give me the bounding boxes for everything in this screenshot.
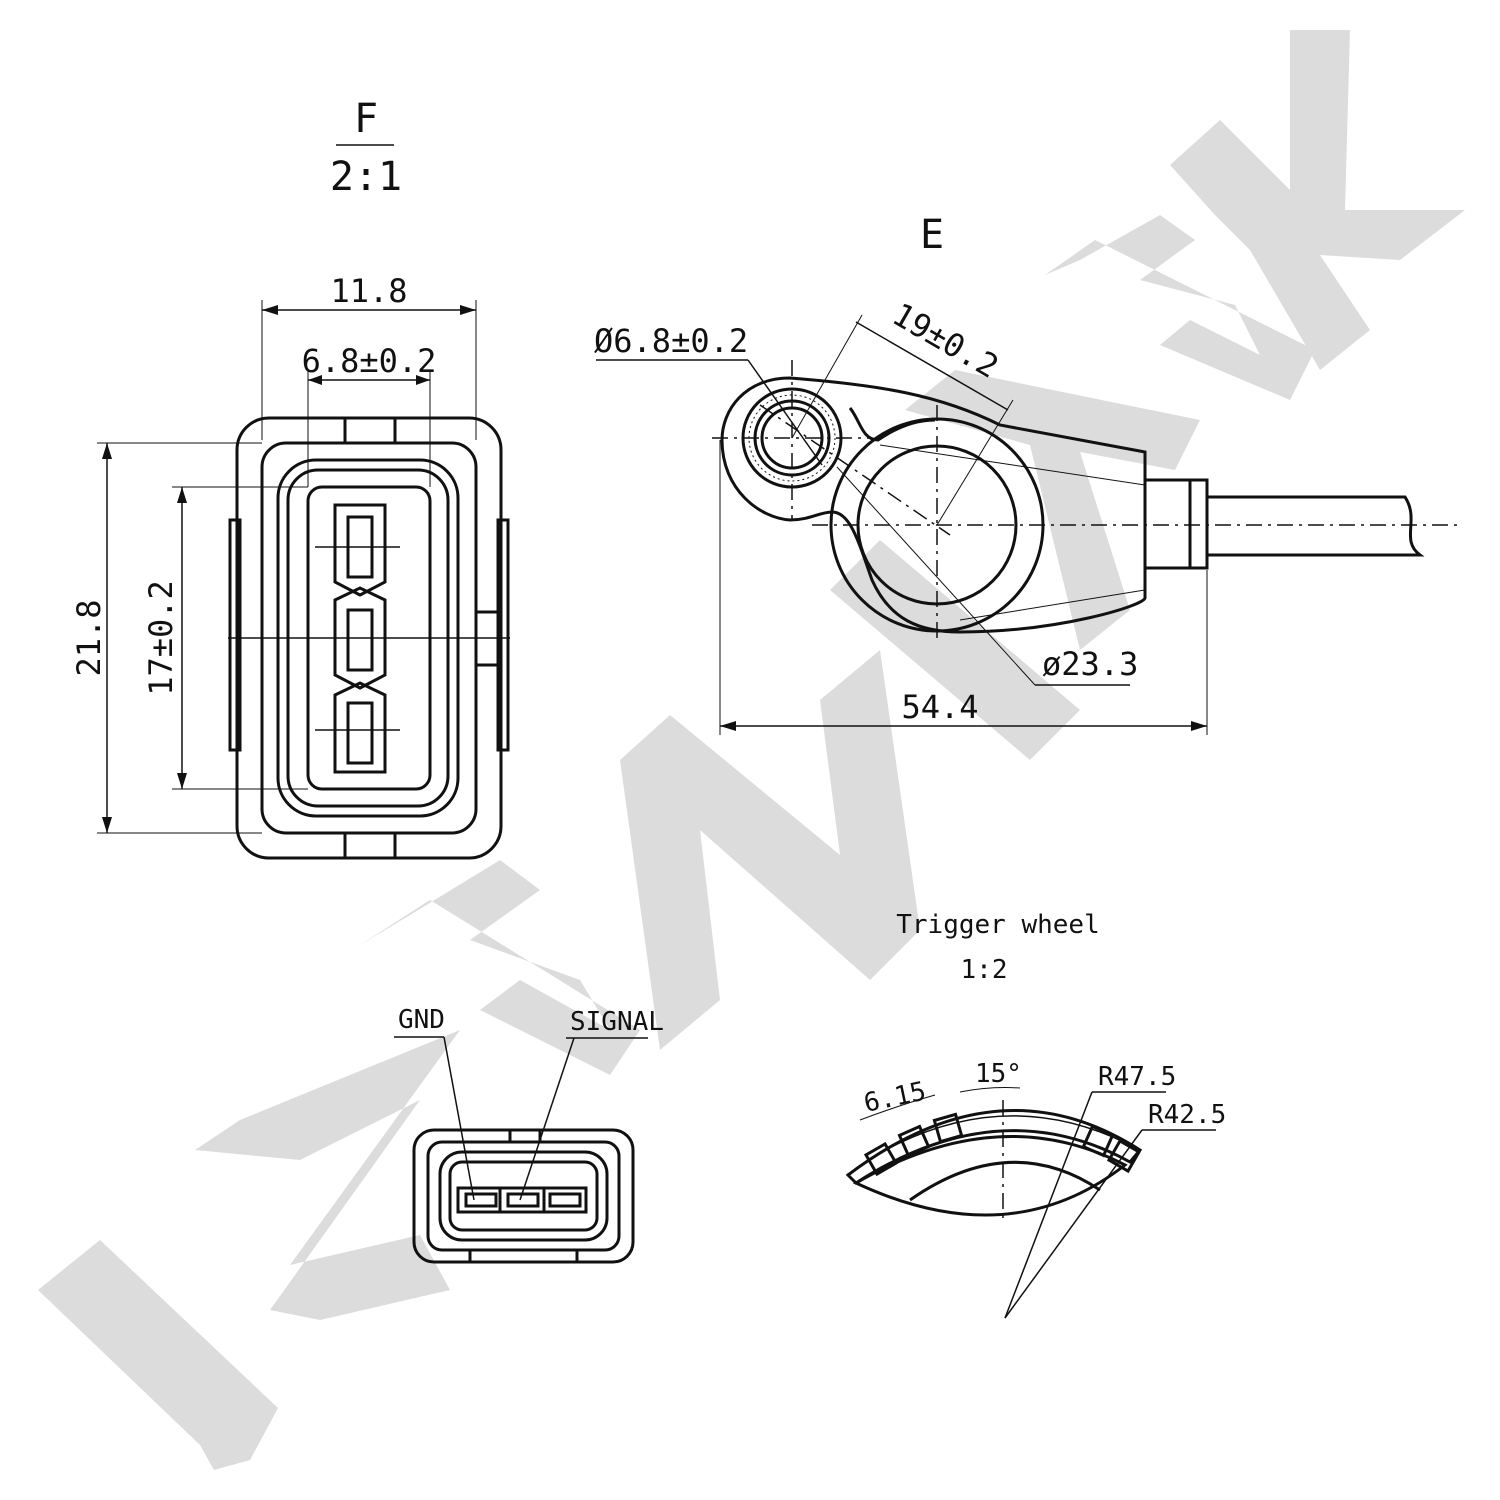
connector-pin-2 <box>333 586 387 690</box>
diagonal-centerline <box>759 404 951 536</box>
dim-r-inner-value: R42.5 <box>1148 1100 1226 1130</box>
trigger-wheel-scale: 1:2 <box>961 955 1008 985</box>
signal-leader <box>519 1037 575 1201</box>
pinout-housing-outer <box>412 1128 635 1264</box>
wheel-body <box>852 1134 1128 1217</box>
watermark-letter-z <box>195 1030 460 1320</box>
watermark-letter-t <box>905 370 1200 650</box>
wheel-teeth <box>863 1112 1142 1177</box>
r-outer-leader <box>1004 1091 1093 1319</box>
dim-tooth-value: 6.15 <box>861 1076 928 1118</box>
trigger-wheel-title: Trigger wheel <box>896 910 1100 940</box>
dim-arrow <box>1191 721 1207 731</box>
dim-arrow <box>102 443 112 459</box>
dim-arrow <box>416 375 430 385</box>
wheel-tooth <box>1081 1124 1115 1158</box>
connector-pinout: GND SIGNAL <box>394 1005 664 1264</box>
dim-hole-value: Ø6.8±0.2 <box>594 322 748 360</box>
latch-left <box>228 518 242 752</box>
dim-angle-value: 15° <box>975 1059 1022 1089</box>
dim-length-value: 54.4 <box>901 688 978 726</box>
watermark <box>38 30 1465 1470</box>
wheel-inner-arc <box>909 1160 1101 1202</box>
view-f-scale: 2:1 <box>330 154 402 200</box>
connector-pin-3 <box>333 681 387 774</box>
dim-tooth-arc <box>859 1094 936 1121</box>
view-f: F 2:1 <box>70 96 510 860</box>
construction-line <box>959 589 1146 621</box>
pinout-housing-inner <box>426 1140 621 1252</box>
watermark-letter-e <box>360 860 640 1075</box>
wheel-tooth <box>932 1112 964 1144</box>
pinout-cavity <box>448 1160 599 1232</box>
dim-arrow <box>720 721 736 731</box>
dim-r-outer-value: R47.5 <box>1098 1062 1176 1092</box>
dim-center-line <box>855 321 1009 411</box>
cable-outlet <box>1145 478 1209 570</box>
label-signal: SIGNAL <box>570 1007 664 1037</box>
pinout-pin-1 <box>464 1192 498 1208</box>
construction-line <box>836 466 1036 686</box>
watermark-letter-i <box>830 540 1080 760</box>
r-inner-leader <box>1004 1129 1143 1319</box>
gnd-leader <box>443 1036 475 1201</box>
dim-arrow <box>177 773 187 789</box>
cable <box>1207 495 1425 557</box>
pinout-pin-3 <box>548 1192 582 1208</box>
dim-arrow <box>102 817 112 833</box>
watermark-letter-n <box>620 650 920 1050</box>
dim-width-value: 11.8 <box>330 272 407 310</box>
dim-hole-leader <box>747 359 823 466</box>
dim-arrow <box>308 375 322 385</box>
dim-inner-height-value: 17±0.2 <box>142 580 180 696</box>
dim-center-ext-2 <box>936 399 1014 526</box>
pinout-pin-2 <box>506 1192 540 1208</box>
dim-arrow <box>262 305 278 315</box>
trigger-wheel: Trigger wheel 1:2 6.15 15° R47.5 R42.5 <box>845 910 1226 1319</box>
connector-pin-1 <box>333 503 387 597</box>
sensor-body-outline <box>720 376 1147 634</box>
dim-center-ext-1 <box>791 314 863 439</box>
watermark-chevron <box>38 1240 278 1470</box>
view-e-label: E <box>920 212 944 258</box>
dim-arrow <box>177 487 187 503</box>
mount-eye-knurl <box>748 394 836 482</box>
pinout-pin-row <box>456 1186 588 1214</box>
dim-center-value: 19±0.2 <box>886 295 1005 386</box>
wheel-tooth <box>897 1124 931 1158</box>
wheel-tooth <box>863 1141 899 1177</box>
dim-height-value: 21.8 <box>70 599 108 676</box>
dim-angle-arc <box>959 1087 1021 1093</box>
label-gnd: GND <box>398 1005 445 1035</box>
watermark-letter-k <box>1170 30 1465 370</box>
pinout-shroud <box>438 1150 609 1242</box>
latch-right <box>496 518 510 752</box>
watermark-letter-e2 <box>1045 215 1315 400</box>
view-f-label: F <box>354 96 378 142</box>
dim-inner-width-value: 6.8±0.2 <box>302 342 437 380</box>
dim-body-value: ø23.3 <box>1042 645 1138 683</box>
construction-line <box>879 444 1146 486</box>
dim-arrow <box>460 305 476 315</box>
